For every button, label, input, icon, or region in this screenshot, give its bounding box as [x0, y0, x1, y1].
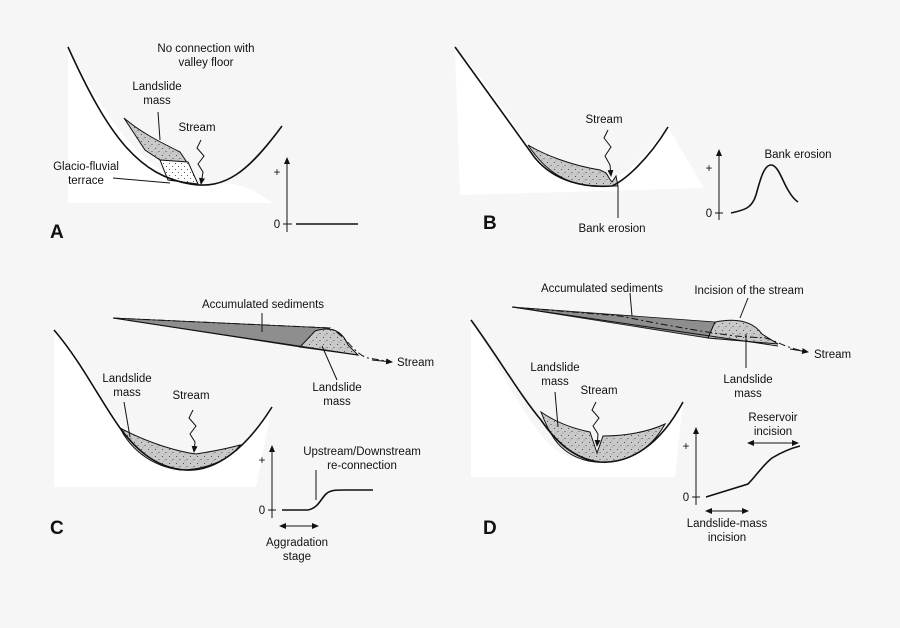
landslide-long-label-c2: mass — [323, 396, 351, 408]
valley-a — [68, 47, 272, 203]
graph-b-title: Bank erosion — [764, 149, 831, 161]
graph-b-curve — [730, 164, 799, 214]
panel-d: Accumulated sediments Incision of the st… — [470, 283, 851, 544]
accumulated-label-c: Accumulated sediments — [202, 299, 324, 311]
valley-profile-b — [454, 46, 669, 188]
stream-arrow-b — [603, 129, 614, 177]
panel-a: No connection with valley floor Landslid… — [50, 43, 358, 243]
aggradation-label-2: stage — [283, 551, 311, 563]
landslide-label-d1: Landslide — [530, 362, 579, 374]
landslide-long-leader-c — [321, 345, 338, 381]
stream-arrow-c — [188, 409, 198, 453]
accumulated-sediment-c — [112, 317, 332, 348]
no-connection-line1: No connection with — [157, 43, 254, 55]
landslide-leader-a — [157, 111, 161, 141]
graph-d-curve — [705, 445, 801, 498]
long-profile-bed-c — [112, 317, 359, 356]
reconnection-label-1: Upstream/Downstream — [303, 446, 421, 458]
no-connection-line2: valley floor — [179, 57, 234, 69]
graph-b-zero: 0 — [706, 208, 712, 220]
incision-leader-d — [739, 297, 749, 319]
lm-incision-label-1: Landslide-mass — [687, 518, 768, 530]
stream-label-b: Stream — [585, 114, 622, 126]
stream-label-d: Stream — [580, 385, 617, 397]
panel-b: Stream Bank erosion Bank erosion + 0 B — [454, 46, 832, 235]
graph-d-zero: 0 — [683, 492, 689, 504]
graph-c-plus: + — [259, 455, 266, 467]
graph-c-curve — [282, 489, 373, 511]
landslide-label-a1: Landslide — [132, 81, 181, 93]
stream-arrow-d — [591, 401, 601, 447]
terrace-label-a2: terrace — [68, 175, 104, 187]
valley-c — [54, 330, 272, 487]
reservoir-label-2: incision — [754, 426, 792, 438]
landslide-label-c2: mass — [113, 387, 141, 399]
graph-b-plus: + — [706, 163, 713, 175]
bank-erosion-label: Bank erosion — [578, 223, 645, 235]
landslide-long-label-d1: Landslide — [723, 374, 772, 386]
stream-label-c: Stream — [172, 390, 209, 402]
sediment-c — [118, 426, 242, 471]
long-profile-bed-d — [511, 306, 779, 347]
landslide-label-c1: Landslide — [102, 373, 151, 385]
panel-d-letter: D — [483, 518, 497, 539]
valley-profile-d — [470, 319, 684, 463]
landslide-leader-d — [554, 391, 559, 428]
landslide-leader-c — [123, 401, 131, 438]
landslide-long-label-d2: mass — [734, 388, 762, 400]
valley-d — [471, 320, 683, 477]
graph-c-zero: 0 — [259, 505, 265, 517]
lm-incision-label-2: incision — [708, 532, 746, 544]
panel-c: Accumulated sediments Stream Landslide m… — [50, 299, 434, 563]
panel-a-letter: A — [50, 222, 64, 243]
accumulated-leader-d — [629, 292, 633, 317]
landslide-label-a2: mass — [143, 95, 171, 107]
stream-long-label-c: Stream — [397, 357, 434, 369]
landslide-label-d2: mass — [541, 376, 569, 388]
landslide-long-label-c1: Landslide — [312, 382, 361, 394]
valley-profile-a — [67, 46, 283, 186]
stream-flow-arrow-c — [371, 358, 393, 365]
panel-c-letter: C — [50, 518, 64, 539]
graph-d-plus: + — [683, 441, 690, 453]
terrace-label-a1: Glacio-fluvial — [53, 161, 119, 173]
reconnection-label-2: re-connection — [327, 460, 397, 472]
terrace-leader-a — [112, 177, 171, 184]
stream-long-label-d: Stream — [814, 349, 851, 361]
accumulated-label-d: Accumulated sediments — [541, 283, 663, 295]
reservoir-label-1: Reservoir — [748, 412, 797, 424]
aggradation-label-1: Aggradation — [266, 537, 328, 549]
graph-a-plus: + — [274, 167, 281, 179]
stream-flow-arrow-d — [789, 348, 809, 354]
valley-b — [455, 47, 704, 195]
stream-label-a: Stream — [178, 122, 215, 134]
graph-a-zero: 0 — [274, 219, 280, 231]
panel-b-letter: B — [483, 213, 497, 234]
stream-arrow-a — [196, 139, 205, 185]
incision-stream-label: Incision of the stream — [694, 285, 803, 297]
water-surface-c — [112, 317, 393, 363]
valley-profile-c — [53, 329, 273, 471]
